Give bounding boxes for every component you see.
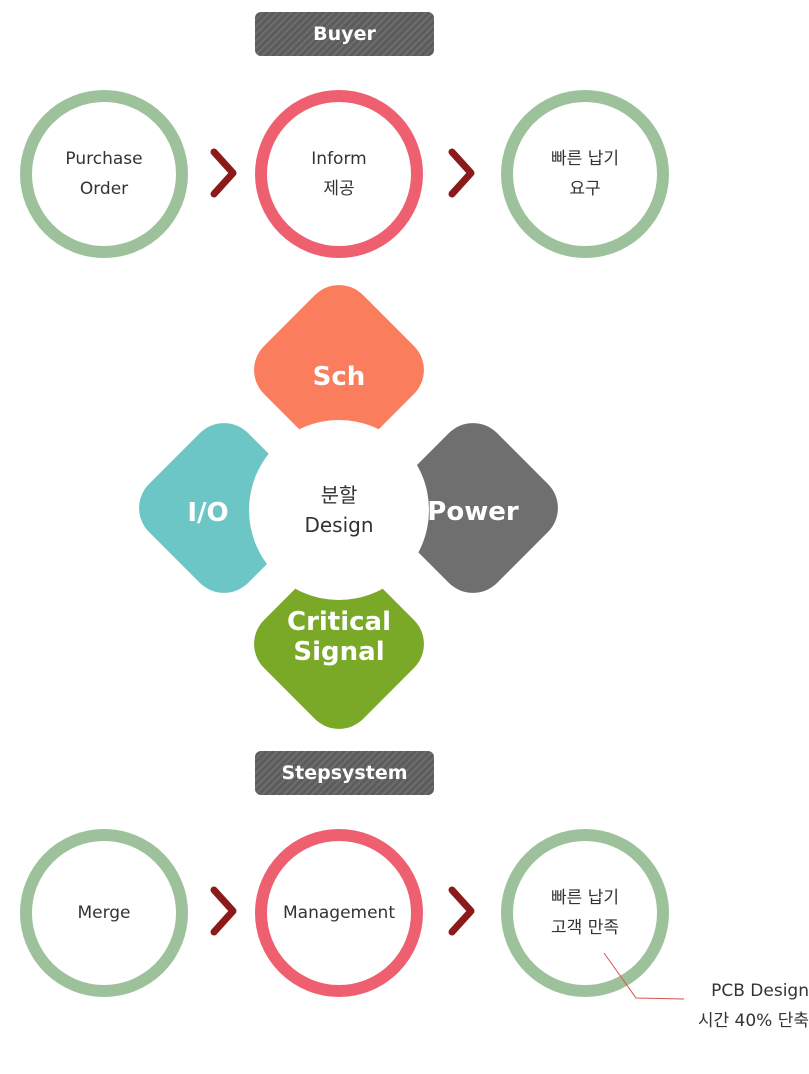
critical-signal-label: Critical Signal: [262, 607, 416, 667]
chevron-right-icon: [448, 886, 475, 936]
step-label: Purchase: [65, 149, 143, 169]
io-label: I/O: [187, 498, 229, 528]
note-line: PCB Design: [711, 981, 809, 1001]
hub-label: 분할: [320, 483, 358, 507]
chevron-right-icon: [448, 148, 475, 198]
chevron-right-icon: [210, 886, 237, 936]
step-label: 빠른 납기: [551, 888, 619, 908]
step-label: Merge: [77, 903, 131, 923]
buyer-banner: Buyer: [255, 12, 434, 56]
management-circle: Management: [255, 829, 423, 997]
step-label: 제공: [323, 179, 355, 199]
split-design-hub: 분할 Design: [249, 420, 429, 600]
stepsystem-banner: Stepsystem: [255, 751, 434, 795]
step-label: 고객 만족: [551, 918, 619, 938]
critical-signal-line: Critical: [286, 607, 392, 637]
step-label: Order: [79, 179, 129, 199]
step-label: 요구: [569, 179, 601, 199]
step-label: Inform: [311, 149, 367, 169]
note-line: 시간 40% 단축: [697, 1011, 809, 1031]
sch-label: Sch: [312, 362, 366, 392]
step-label: 빠른 납기: [551, 149, 619, 169]
critical-signal-line: Signal: [293, 637, 385, 667]
chevron-right-icon: [210, 148, 237, 198]
step-label: Management: [283, 903, 395, 923]
hub-label: Design: [304, 513, 374, 537]
pcb-design-note: PCB Design 시간 40% 단축: [670, 976, 809, 1036]
power-label: Power: [427, 497, 519, 527]
